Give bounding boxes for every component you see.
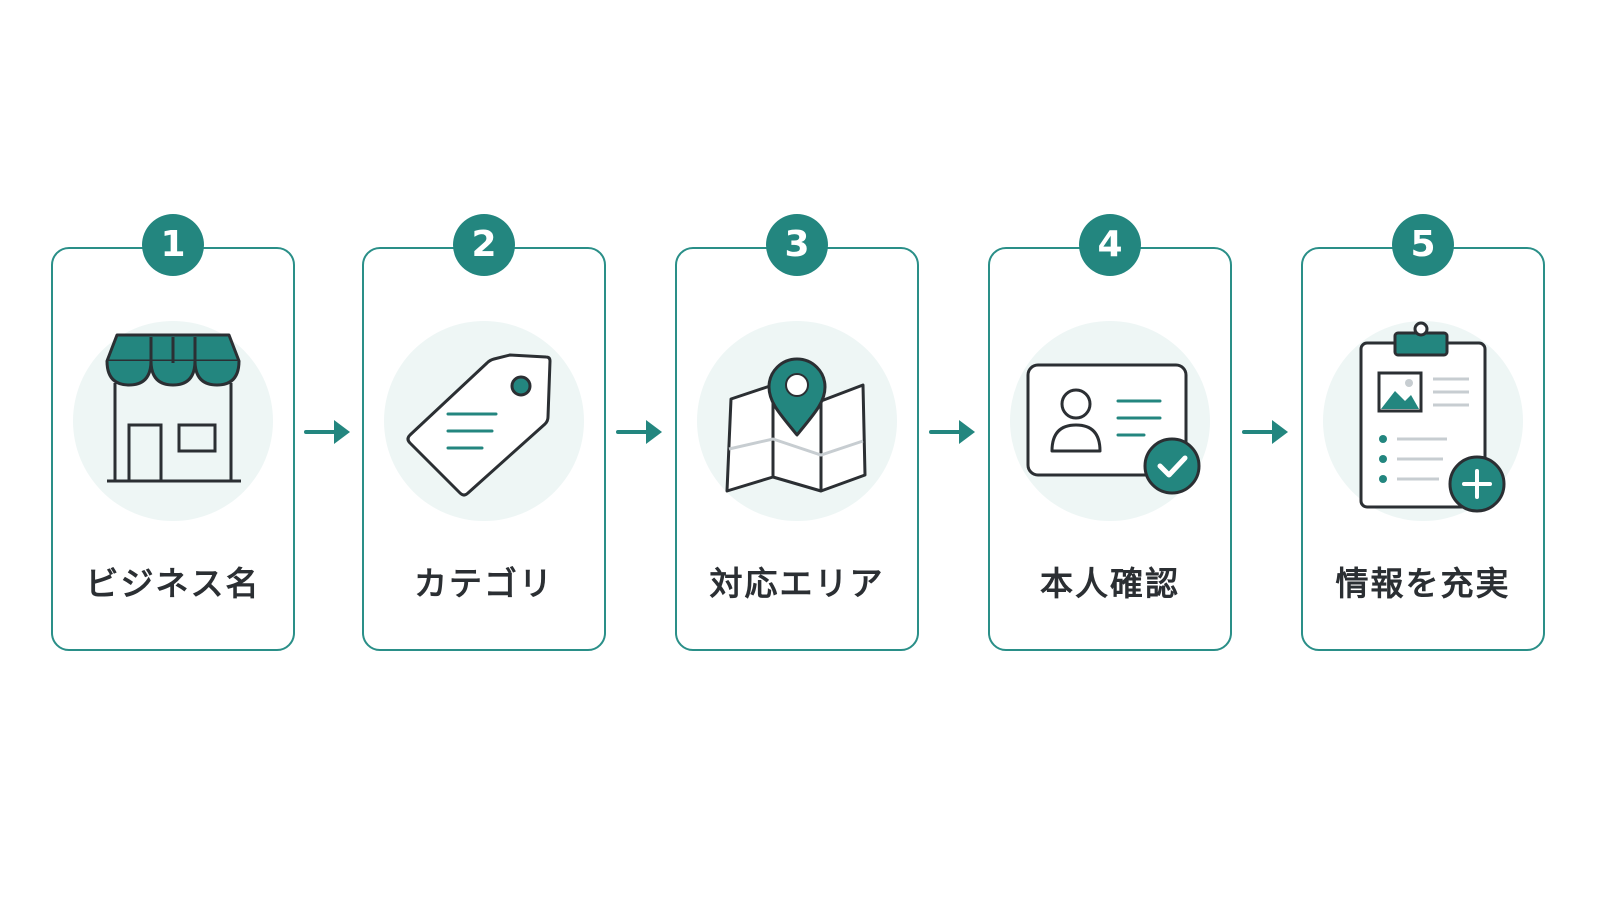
step-card-4: 4 本人確認 — [988, 214, 1232, 651]
step-badge-1: 1 — [142, 214, 204, 276]
step-card-2: 2 カテゴリ — [362, 214, 606, 651]
map-pin-icon — [725, 357, 867, 493]
step-card-3: 3 対応エリア — [675, 214, 919, 651]
step-label-5: 情報を充実 — [1335, 564, 1511, 603]
tag-icon — [406, 353, 552, 497]
clipboard-plus-icon — [1359, 321, 1506, 513]
step-label-2: カテゴリ — [414, 564, 554, 603]
arrow-right-icon — [304, 420, 350, 444]
step-card-1: 1 ビジネス名 — [51, 214, 295, 651]
id-card-check-icon — [1026, 363, 1201, 495]
arrow-right-icon — [929, 420, 975, 444]
step-badge-5: 5 — [1392, 214, 1454, 276]
step-label-3: 対応エリア — [709, 564, 885, 603]
arrow-right-icon — [1242, 420, 1288, 444]
step-badge-3: 3 — [766, 214, 828, 276]
step-card-5: 5 情報を充実 — [1301, 214, 1545, 651]
arrow-right-icon — [616, 420, 662, 444]
step-label-1: ビジネス名 — [85, 564, 261, 603]
storefront-icon — [105, 333, 241, 483]
step-label-4: 本人確認 — [1040, 564, 1180, 603]
step-badge-4: 4 — [1079, 214, 1141, 276]
step-badge-2: 2 — [453, 214, 515, 276]
